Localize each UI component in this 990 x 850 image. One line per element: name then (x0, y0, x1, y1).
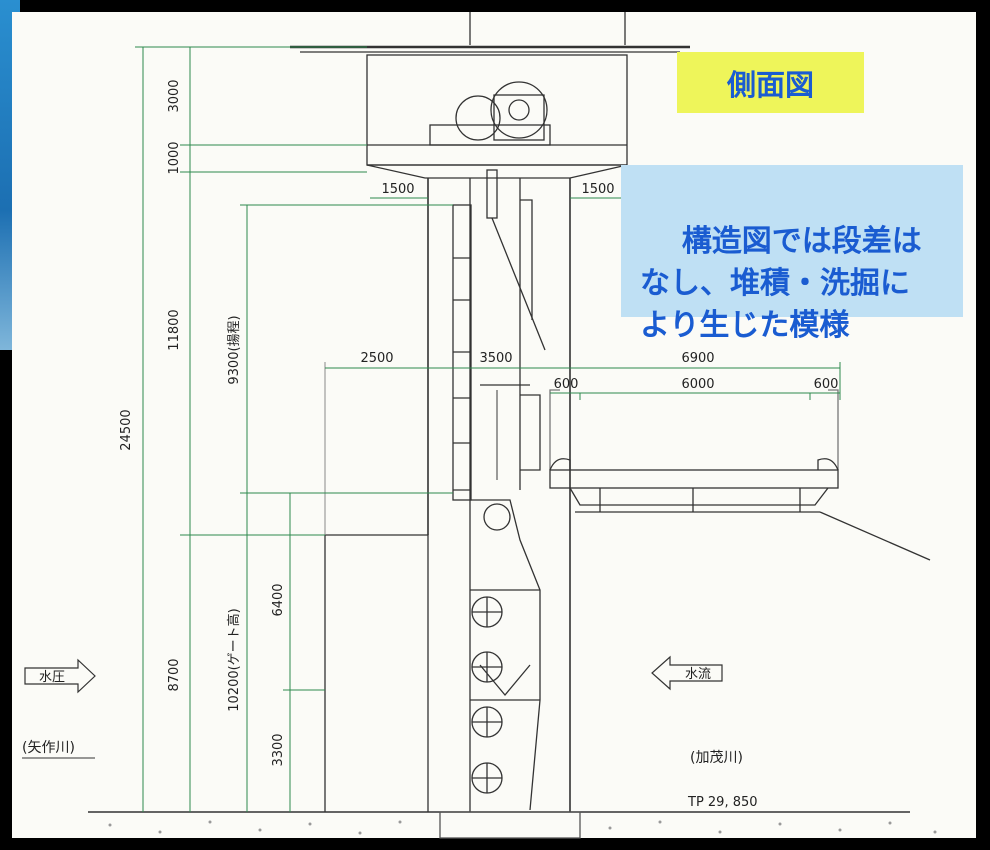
footing (439, 811, 581, 839)
dim-2500: 2500 (360, 351, 393, 366)
dimension-lines (135, 46, 841, 812)
dim-600-left: 600 (554, 377, 579, 392)
embankment-slope (819, 511, 931, 561)
hoist-drum-hub (508, 99, 530, 121)
dim-9300: 9300(揚程) (226, 315, 242, 384)
dim-3000: 3000 (167, 79, 182, 112)
dim-8700: 8700 (167, 658, 182, 691)
hoist-frame (429, 124, 551, 146)
hoist-rod (486, 169, 498, 219)
dim-3500: 3500 (479, 351, 512, 366)
dim-600-right: 600 (814, 377, 839, 392)
dim-1500-left: 1500 (381, 182, 414, 197)
bridge-curb-left (549, 458, 571, 471)
water-flow-arrow (651, 655, 723, 691)
bridge-girder (569, 487, 829, 506)
dim-3300: 3300 (271, 733, 286, 766)
hoist-drum-right (490, 81, 548, 139)
hoist-housing (493, 94, 545, 141)
page-title: 側面図 (726, 67, 814, 102)
lower-gate-profile (470, 499, 541, 811)
title-box: 側面図 (677, 52, 864, 113)
ground-texture (108, 820, 937, 835)
water-pressure-arrow (24, 658, 96, 694)
bridge-curb-right (817, 458, 839, 471)
recess-lower (520, 394, 541, 471)
annotation-text: 構造図では段差は なし、堆積・洗掘に より生じた模様 (640, 224, 922, 343)
bridge-slab (549, 469, 839, 489)
roller-upper (483, 503, 511, 531)
recess-upper (520, 199, 533, 320)
dim-6400: 6400 (271, 583, 286, 616)
dim-6000: 6000 (681, 377, 714, 392)
annotation-note: 構造図では段差は なし、堆積・洗掘に より生じた模様 (621, 165, 963, 343)
dim-10200: 10200(ゲート高) (226, 608, 242, 712)
water-pressure-label: 水圧 (39, 670, 65, 685)
dim-6900: 6900 (681, 351, 714, 366)
bridge-rail-left-post (549, 389, 560, 470)
machine-house (366, 54, 628, 166)
dim-11800: 11800 (167, 309, 182, 350)
water-flow-label: 水流 (685, 667, 711, 682)
bridge-rail-right-post (828, 389, 839, 470)
lower-gate-notch (479, 664, 531, 697)
rope-diagonal (491, 217, 546, 351)
right-river-label: (加茂川) (690, 749, 743, 766)
lower-block-left (325, 534, 429, 812)
left-river-label: (矢作川) (22, 740, 75, 756)
dim-24500: 24500 (119, 409, 134, 450)
hoist-drum-left (455, 95, 501, 141)
tp-level-label: TP 29, 850 (687, 795, 758, 810)
dim-1000: 1000 (167, 141, 182, 174)
dim-1500-right: 1500 (581, 182, 614, 197)
